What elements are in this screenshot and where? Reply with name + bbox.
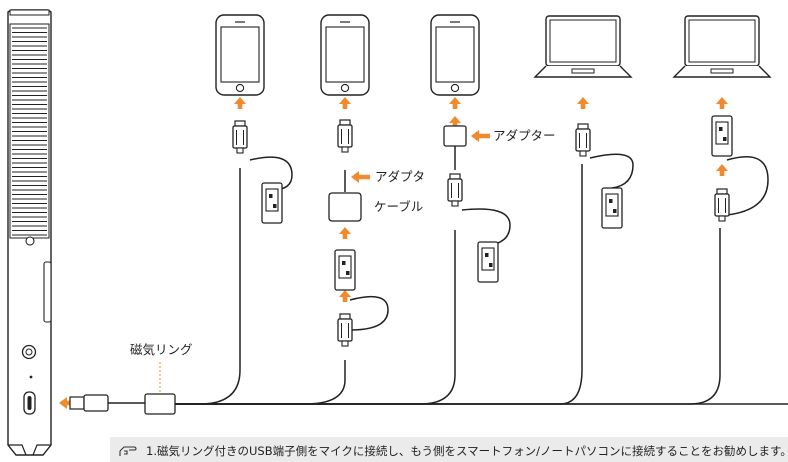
- arrow-up-icon: [339, 97, 351, 109]
- microphone-grille: [9, 23, 50, 239]
- main-plug: [69, 394, 145, 412]
- note-bar: 1.磁気リング付きのUSB端子側をマイクに接続し、もう側をスマートフォン/ノート…: [110, 437, 788, 462]
- magnetic-ring-label: 磁気リング: [130, 342, 193, 357]
- adapter-label-2: アダプター: [493, 128, 556, 143]
- adapter-box: [328, 192, 362, 222]
- usb-a-connector: [711, 115, 733, 157]
- microphone: [7, 9, 52, 456]
- usb-a-connector: [477, 241, 499, 283]
- usb-a-connector: [261, 182, 283, 224]
- phone-3-icon: [430, 14, 480, 96]
- usb-c-connector: [714, 188, 730, 222]
- lightning-connector: [337, 119, 353, 153]
- usb-a-connector: [334, 249, 356, 291]
- laptop-1-icon: [534, 15, 632, 78]
- usb-c-connector: [575, 123, 591, 157]
- arrow-up-icon: [716, 97, 728, 109]
- phone-1-icon: [215, 14, 265, 96]
- arrow-left-icon: [471, 130, 490, 142]
- arrow-up-icon: [577, 97, 589, 109]
- adapter-head: [443, 125, 467, 147]
- usb-c-connector: [232, 120, 248, 154]
- usb-a-connector: [601, 187, 623, 229]
- adapter-label-1: アダプタ: [375, 169, 426, 184]
- cable-label: ケーブル: [374, 199, 424, 214]
- note-text: 1.磁気リング付きのUSB端子側をマイクに接続し、もう側をスマートフォン/ノート…: [146, 444, 788, 458]
- arrow-up-icon: [449, 97, 461, 109]
- arrow-up-icon: [339, 227, 351, 239]
- magnetic-ring: [144, 393, 176, 415]
- arrow-up-icon: [339, 290, 351, 302]
- usb-c-connector: [337, 313, 353, 347]
- cable-bundle: [175, 146, 788, 405]
- arrow-up-icon: [716, 164, 728, 176]
- phone-2-icon: [320, 14, 370, 96]
- arrow-left-icon: [351, 171, 370, 183]
- arrow-up-icon: [234, 97, 246, 109]
- pointing-hand-icon: [119, 446, 137, 456]
- usb-c-connector: [447, 173, 463, 207]
- laptop-2-icon: [673, 15, 771, 78]
